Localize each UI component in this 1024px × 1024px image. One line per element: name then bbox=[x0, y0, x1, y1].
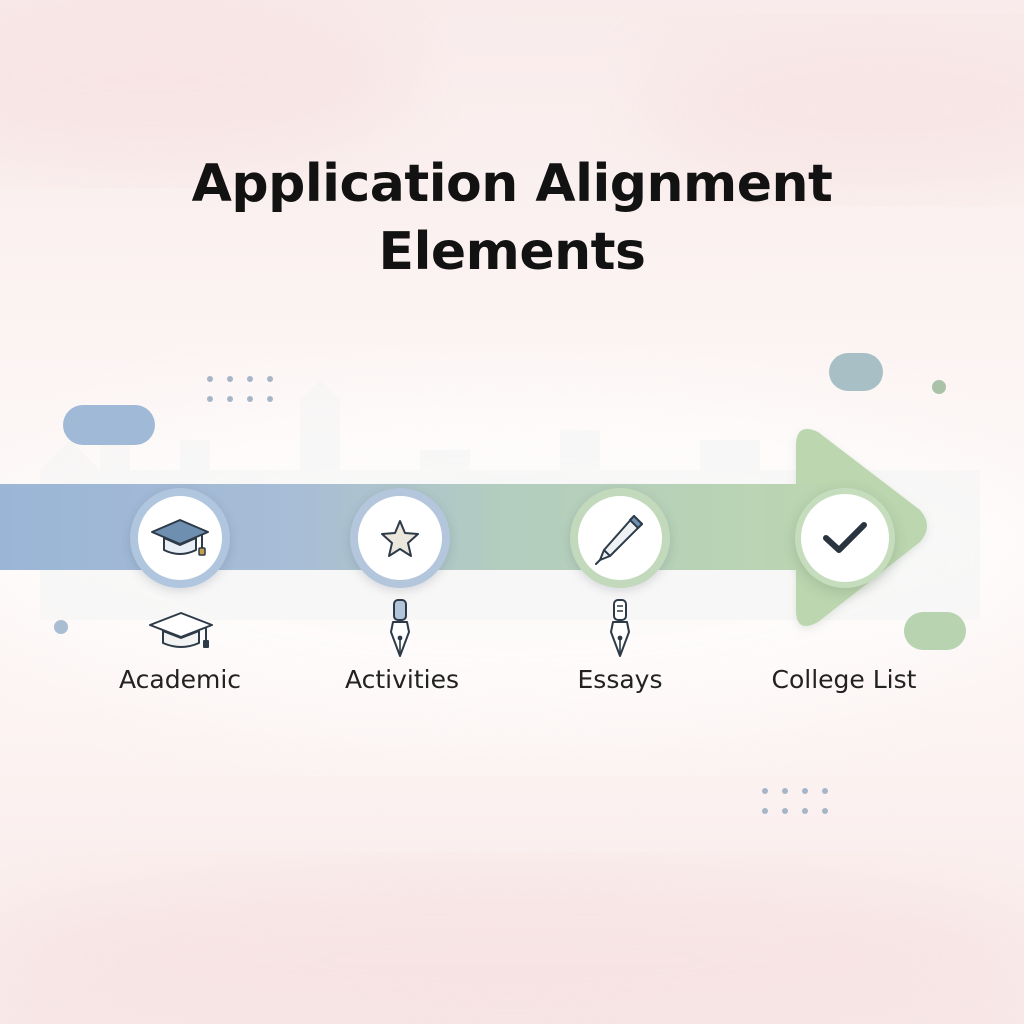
step-label-academic: Academic bbox=[118, 665, 242, 694]
step-label-college-list: College List bbox=[771, 665, 917, 694]
checkmark-icon bbox=[823, 522, 867, 553]
decorative-pill-green bbox=[904, 612, 966, 650]
pen-icon bbox=[595, 515, 643, 565]
fountain-pen-icon bbox=[610, 599, 630, 657]
graduation-cap-icon bbox=[151, 519, 209, 556]
decorative-dot-grid-bottom bbox=[762, 788, 828, 814]
title-line-1: Application Alignment bbox=[191, 154, 833, 214]
step-label-activities: Activities bbox=[344, 665, 460, 694]
step-node-academic bbox=[130, 488, 230, 588]
graduation-cap-outline-icon bbox=[149, 612, 213, 648]
decorative-dot-green bbox=[932, 380, 946, 394]
fountain-pen-icon bbox=[390, 599, 410, 657]
star-icon bbox=[381, 520, 419, 557]
step-node-essays bbox=[570, 488, 670, 588]
title-line-2: Elements bbox=[378, 222, 646, 282]
decorative-pill-blue bbox=[63, 405, 155, 445]
decorative-dot-grid-top bbox=[207, 376, 273, 402]
step-label-essays: Essays bbox=[577, 665, 663, 694]
decorative-pill-slate bbox=[829, 353, 883, 391]
step-node-college-list bbox=[795, 488, 895, 588]
step-node-activities bbox=[350, 488, 450, 588]
decorative-dot-blue bbox=[54, 620, 68, 634]
page-title: Application Alignment Elements bbox=[0, 150, 1024, 286]
